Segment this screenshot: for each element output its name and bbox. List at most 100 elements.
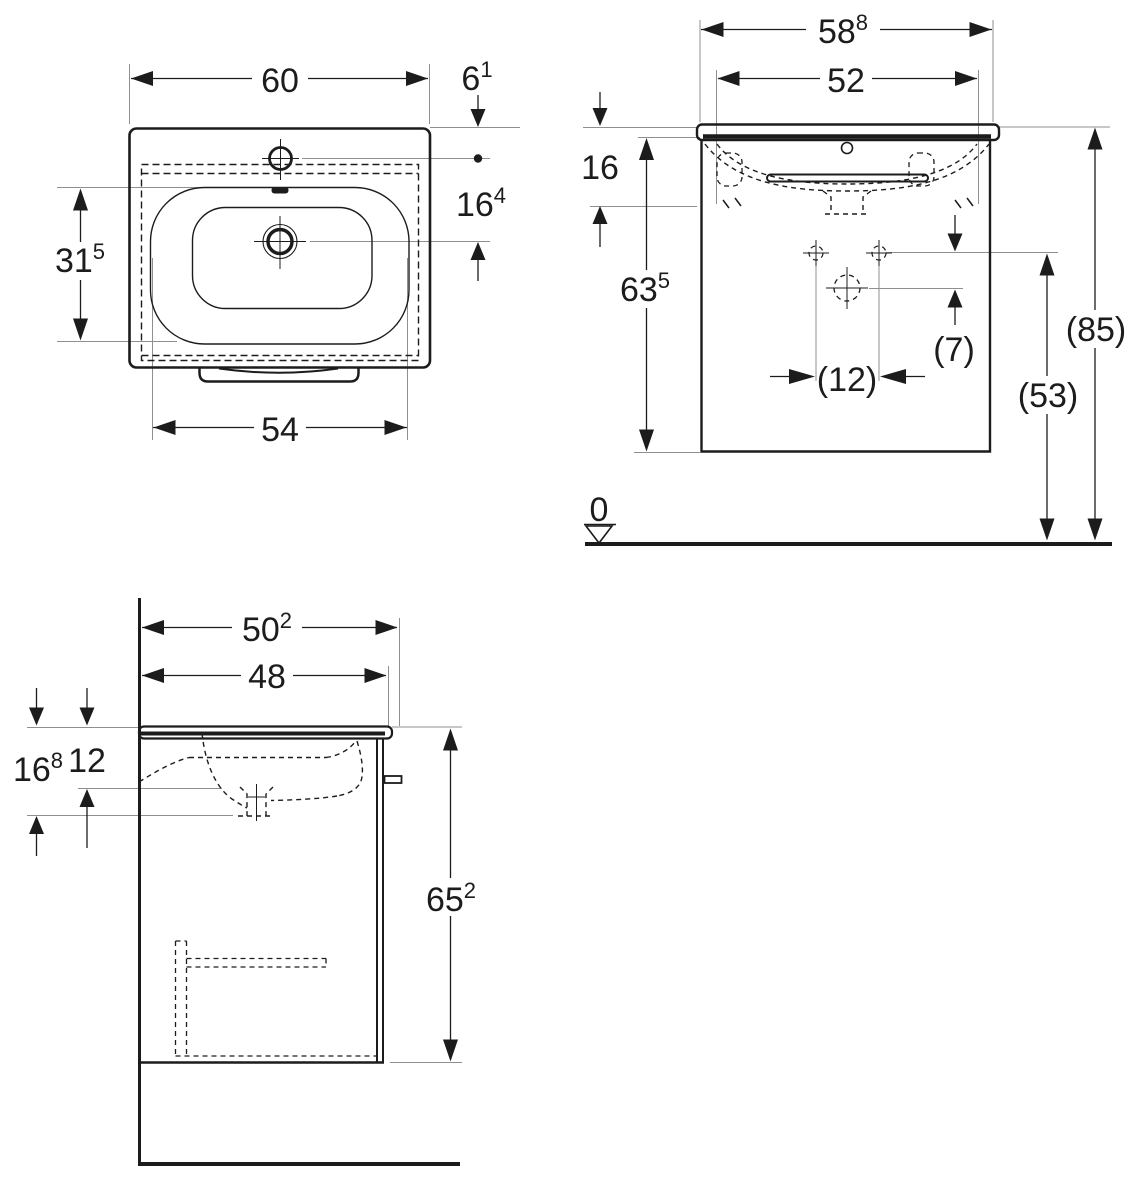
arrowhead xyxy=(701,22,724,37)
dim-label-48: 48 xyxy=(248,658,286,696)
hinge-bracket-left xyxy=(716,152,743,187)
dim-front-cabinet-height: 635 xyxy=(612,138,680,452)
dim-side-siphon-depth: 168 xyxy=(13,688,63,856)
apron-profile-dashed xyxy=(336,740,364,797)
arrowhead xyxy=(364,668,387,683)
top-view: 60 61 164 315 54 xyxy=(50,57,520,449)
arrowhead xyxy=(79,707,95,726)
rim-profile-dashed xyxy=(325,741,356,759)
dim-side-bowl-inner-depth: 12 xyxy=(68,688,106,848)
basin-profile-dashed xyxy=(138,756,190,783)
dim-label-652: 652 xyxy=(426,878,476,919)
dim-label-61: 61 xyxy=(461,57,492,98)
drawer-cutout-dashed xyxy=(174,940,378,1057)
basin-outlet-curve xyxy=(218,367,339,374)
dim-label-12: (12) xyxy=(817,361,877,399)
bowl-dashed-inner xyxy=(716,143,978,185)
arrowhead xyxy=(153,420,176,435)
arrowhead xyxy=(1087,127,1103,150)
arrowhead xyxy=(131,71,153,86)
dim-label-12s: 12 xyxy=(68,742,106,780)
drain-funnel-dashed xyxy=(822,190,872,215)
overflow-slot xyxy=(271,187,289,194)
dim-label-54: 54 xyxy=(261,411,299,449)
arrowhead xyxy=(443,728,458,751)
arrowhead xyxy=(717,71,740,86)
bowl-profile-right-dashed xyxy=(270,795,338,802)
label-backing xyxy=(252,60,308,97)
arrowhead xyxy=(142,620,164,635)
datum-label-0: 0 xyxy=(590,491,609,529)
label-backing xyxy=(806,10,880,48)
label-backing xyxy=(232,608,302,646)
label-backing xyxy=(1058,310,1132,348)
front-view: 0 588 52 16 xyxy=(390,10,1132,1063)
dim-label-164: 164 xyxy=(456,183,506,224)
overflow-bar xyxy=(766,173,929,183)
basin-outline xyxy=(128,127,432,369)
washbasin-slab xyxy=(695,123,1001,142)
dim-front-fixing-hole-height: (53) xyxy=(1010,253,1084,541)
dim-label-635: 635 xyxy=(620,268,670,309)
dim-label-52: 52 xyxy=(827,62,865,100)
datum-triangle-icon xyxy=(584,525,614,545)
dim-front-fixing-hole-spacing: (12) xyxy=(770,361,925,399)
arrowhead xyxy=(1039,518,1055,541)
dim-front-rim-height: (85) xyxy=(1058,127,1132,541)
label-backing xyxy=(416,878,486,916)
side-view: 502 48 168 12 xyxy=(13,598,486,1166)
dim-top-tap-offset: 61 xyxy=(461,57,493,163)
dim-front-cabinet-width: 52 xyxy=(717,60,977,100)
arrowhead xyxy=(73,188,88,211)
arrowhead xyxy=(406,71,428,86)
arrowhead xyxy=(29,707,44,726)
arrowhead xyxy=(384,420,407,435)
bowl-profile-left-dashed xyxy=(201,732,248,809)
label-backing xyxy=(254,410,306,446)
arrowhead xyxy=(470,109,486,127)
reference-dot xyxy=(473,154,483,163)
arrowhead xyxy=(1039,253,1055,276)
dim-label-168: 168 xyxy=(13,748,63,789)
arrowhead xyxy=(29,816,44,834)
label-backing xyxy=(1010,376,1084,414)
dim-label-588: 588 xyxy=(818,10,868,51)
label-backing xyxy=(50,242,112,280)
tap-hole xyxy=(840,141,854,155)
arrowhead xyxy=(969,22,992,37)
arrowhead xyxy=(73,318,88,341)
arrowhead xyxy=(592,108,608,126)
bowl-inner-outline xyxy=(191,206,373,310)
label-backing xyxy=(241,657,293,693)
washbasin-slab-side xyxy=(137,725,394,740)
screw-marks-left xyxy=(722,197,742,209)
dim-side-cabinet-depth: 48 xyxy=(142,657,387,696)
hinge-bracket-right xyxy=(908,152,935,187)
arrowhead xyxy=(639,429,654,452)
arrowhead xyxy=(375,620,398,635)
dim-label-502: 502 xyxy=(242,608,292,649)
arrowhead xyxy=(639,138,654,160)
dim-top-tap-to-drain: 164 xyxy=(456,183,506,281)
bowl-dashed-outer xyxy=(704,143,990,192)
screw-marks-right xyxy=(954,197,974,209)
label-backing xyxy=(820,60,872,96)
dim-front-washbasin-width: 588 xyxy=(701,10,992,51)
basin-outlet-tab xyxy=(198,368,360,383)
dim-top-overall-width: 60 xyxy=(131,60,428,100)
arrowhead xyxy=(947,233,963,252)
arrowhead xyxy=(592,206,608,224)
dim-top-bowl-width: 54 xyxy=(153,410,407,449)
arrowhead xyxy=(470,242,486,260)
arrowhead xyxy=(79,789,95,807)
arrowhead xyxy=(443,1039,458,1062)
dim-label-60: 60 xyxy=(261,62,299,100)
label-backing xyxy=(612,270,680,308)
datum-symbol: 0 xyxy=(584,491,616,545)
arrowhead xyxy=(880,369,906,384)
dim-front-drain-offset: (7) xyxy=(933,215,975,369)
arrowhead xyxy=(1087,518,1103,541)
dim-label-315: 315 xyxy=(55,239,105,280)
